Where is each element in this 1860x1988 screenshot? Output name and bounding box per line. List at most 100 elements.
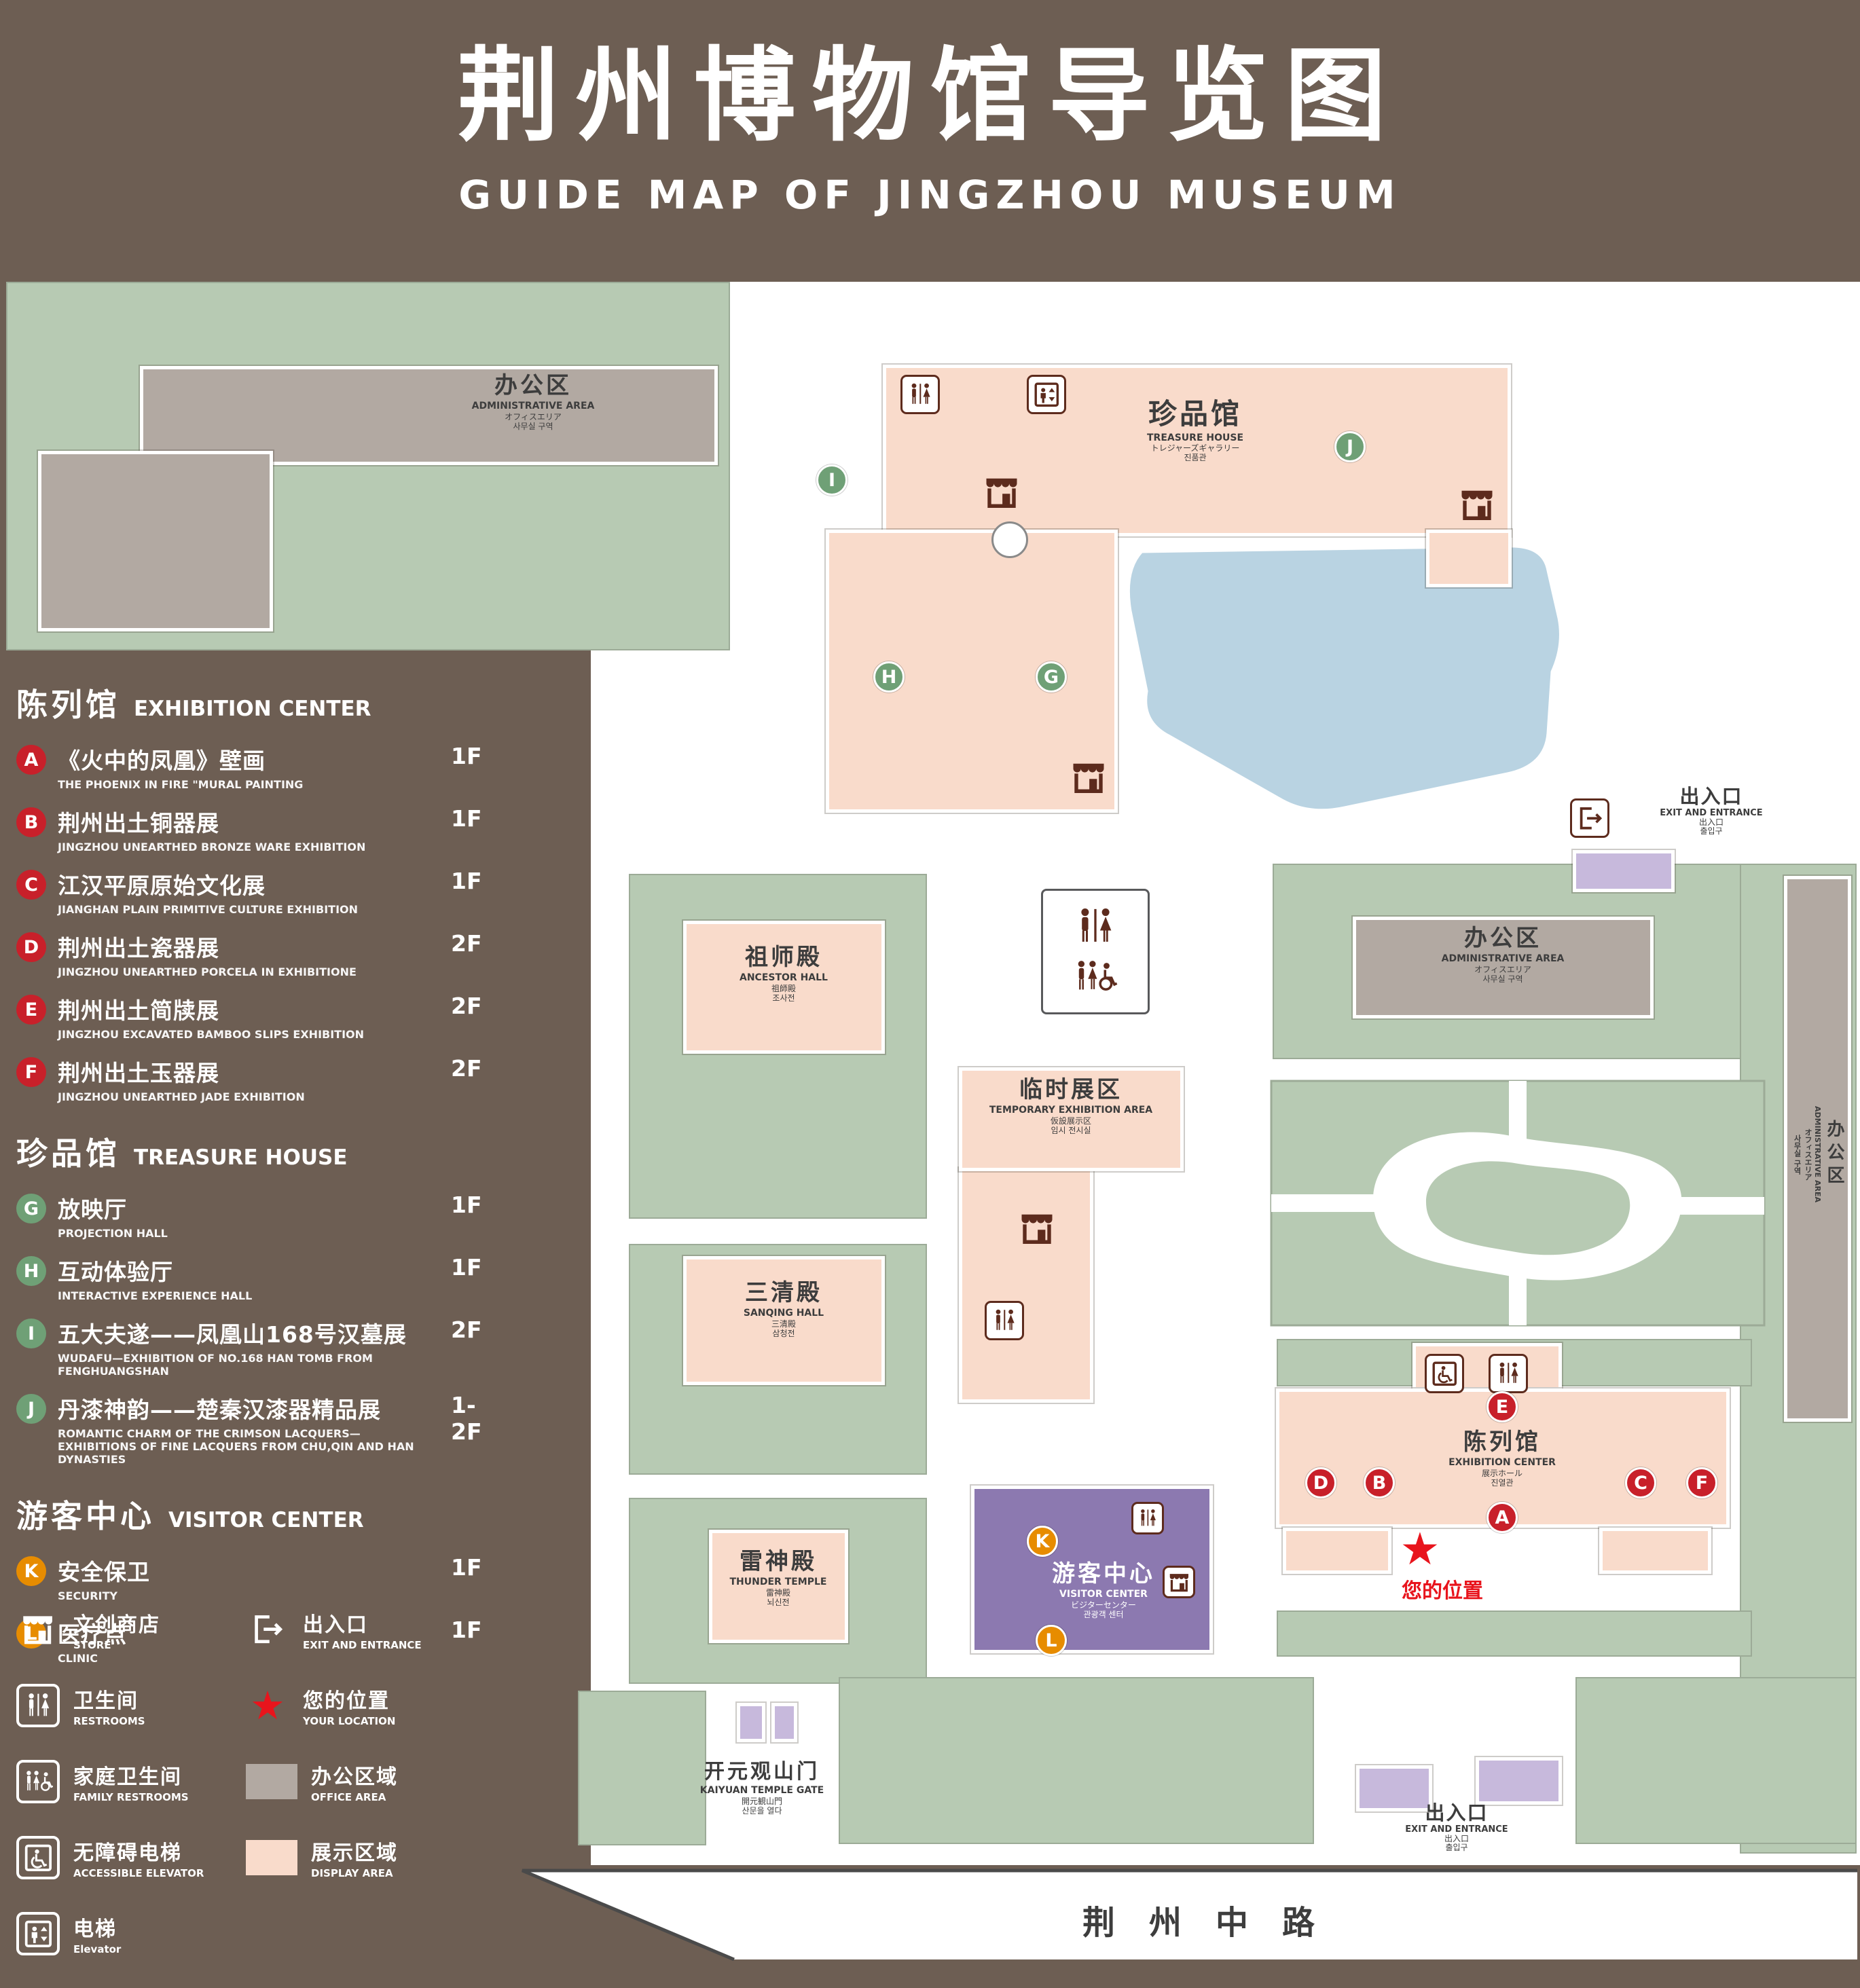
location-star-icon: ★ <box>250 1682 285 1729</box>
map-marker-l: L <box>1036 1625 1067 1656</box>
store-icon <box>1019 1210 1055 1247</box>
building-ancestor-hall <box>683 921 885 1054</box>
building-temporary-lower <box>959 1168 1093 1403</box>
label-thunder-temple: 雷神殿 THUNDER TEMPLE 雷神殿 뇌신전 <box>729 1548 827 1607</box>
floor-label: 1F <box>451 1617 482 1643</box>
floor-label: 1F <box>451 805 482 832</box>
store-icon <box>1163 1566 1195 1598</box>
section-visitor-center: 游客中心 VISITOR CENTER <box>16 1492 501 1536</box>
restroom-icon <box>16 1684 60 1727</box>
lawn-south-east <box>1575 1677 1857 1844</box>
restroom-icon <box>900 375 940 414</box>
building-thunder-temple <box>709 1530 848 1643</box>
restroom-icon <box>985 1301 1024 1340</box>
floor-label: 1F <box>451 743 482 769</box>
display-area-swatch <box>246 1840 297 1875</box>
label-sanqing-hall: 三清殿 SANQING HALL 三清殿 삼청전 <box>743 1279 824 1338</box>
entrance-pad-south-2 <box>1476 1757 1562 1805</box>
floor-label: 1F <box>451 1254 482 1281</box>
building-treasure-house-main <box>883 365 1511 536</box>
store-icon <box>16 1608 60 1651</box>
plaza-circle <box>991 521 1028 558</box>
marker-badge-d: D <box>16 932 46 962</box>
store-icon <box>1070 759 1107 796</box>
marker-badge-b: B <box>16 807 46 837</box>
section-title-zh: 游客中心 <box>16 1498 155 1534</box>
floor-label: 2F <box>451 930 482 957</box>
section-title-en: VISITOR CENTER <box>168 1508 364 1532</box>
family-restroom-icon <box>16 1760 60 1803</box>
restroom-icon <box>1131 1502 1164 1534</box>
map-marker-k: K <box>1027 1526 1058 1557</box>
entrance-pad-south-1 <box>1356 1765 1432 1811</box>
marker-badge-c: C <box>16 870 46 900</box>
floor-label: 1F <box>451 1192 482 1218</box>
restroom-icon <box>1065 904 1125 949</box>
marker-badge-k: K <box>16 1556 46 1586</box>
label-admin-mid: 办公区 ADMINISTRATIVE AREA オフィスエリア 사무실 구역 <box>1441 925 1565 984</box>
marker-badge-i: I <box>16 1319 46 1348</box>
label-exit-east: 出入口 EXIT AND ENTRANCE 出入口 출입구 <box>1660 785 1763 836</box>
location-star-icon: ★ <box>1400 1523 1440 1575</box>
label-ancestor-hall: 祖师殿 ANCESTOR HALL 祖師殿 조사전 <box>740 944 828 1003</box>
pond <box>1123 541 1565 815</box>
building-admin-northwest-block <box>38 451 273 631</box>
map-marker-i: I <box>816 464 847 496</box>
road-label: 荆州中路 <box>1082 1904 1349 1942</box>
section-treasure-house: 珍品馆 TREASURE HOUSE <box>16 1129 501 1174</box>
gate-pad-right <box>771 1703 797 1742</box>
label-kaiyuan-gate: 开元观山门 KAIYUAN TEMPLE GATE 開元観山門 산문을 열다 <box>699 1760 824 1816</box>
restroom-icon <box>1489 1354 1528 1393</box>
section-title-zh: 珍品馆 <box>16 1135 120 1172</box>
elevator-icon <box>16 1912 60 1955</box>
section-title-zh: 陈列馆 <box>16 686 120 723</box>
marker-badge-e: E <box>16 995 46 1025</box>
gate-pad-left <box>737 1703 765 1742</box>
label-exhibition-center: 陈列馆 EXHIBITION CENTER 展示ホール 진열관 <box>1448 1429 1556 1488</box>
section-title-en: TREASURE HOUSE <box>134 1145 348 1170</box>
elevator-icon <box>1027 375 1066 414</box>
building-exhibition-wing-right <box>1599 1528 1711 1574</box>
marker-badge-j: J <box>16 1394 46 1424</box>
store-icon <box>983 474 1020 511</box>
label-admin-northwest: 办公区 ADMINISTRATIVE AREA オフィスエリア 사무실 구역 <box>471 372 595 431</box>
label-treasure-house: 珍品馆 TREASURE HOUSE トレジャーズギャラリー 진품관 <box>1146 397 1244 463</box>
map-marker-h: H <box>873 661 905 693</box>
building-admin-northwest-bar <box>140 366 718 465</box>
marker-badge-a: A <box>16 745 46 775</box>
map-marker-b: B <box>1364 1467 1395 1498</box>
label-admin-east-strip: 办公区 ADMINISTRATIVE AREA オフィスエリア 사무실 구역 <box>1793 1105 1844 1202</box>
page-subtitle: GUIDE MAP OF JINGZHOU MUSEUM <box>458 172 1402 218</box>
marker-badge-g: G <box>16 1194 46 1223</box>
floor-label: 2F <box>451 1317 482 1343</box>
floor-label: 1F <box>451 1554 482 1581</box>
building-admin-east-strip <box>1784 876 1851 1422</box>
marker-badge-f: F <box>16 1057 46 1087</box>
restrooms-building <box>1041 889 1150 1014</box>
label-temporary-exhibition: 临时展区 TEMPORARY EXHIBITION AREA 仮設展示区 임시 … <box>989 1076 1153 1135</box>
map-marker-f: F <box>1686 1467 1717 1498</box>
lawn-south-center <box>839 1677 1314 1844</box>
marker-badge-h: H <box>16 1256 46 1286</box>
title-block: 荆州博物馆导览图 GUIDE MAP OF JINGZHOU MUSEUM <box>0 14 1860 218</box>
lawn-exhibition-south <box>1277 1610 1752 1657</box>
section-exhibition-center: 陈列馆 EXHIBITION CENTER <box>16 680 501 725</box>
